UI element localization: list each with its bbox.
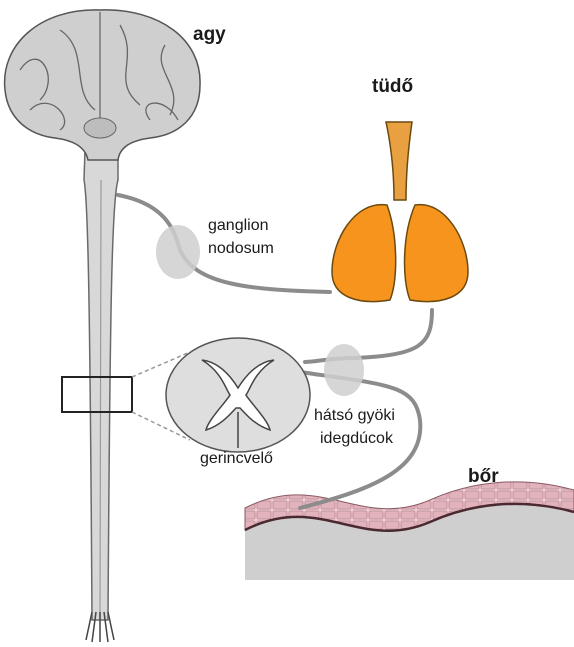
brain <box>5 10 200 160</box>
label-spinal-cord: gerincvelő <box>200 448 273 469</box>
dorsal-root-ganglion <box>324 344 364 396</box>
right-lung <box>405 205 468 302</box>
spinal-cord-column <box>84 150 118 642</box>
ganglion-nodosum <box>156 225 200 279</box>
left-lung <box>332 205 396 302</box>
label-ganglion-line2: nodosum <box>208 238 274 259</box>
label-lung: tüdő <box>372 76 413 98</box>
label-drg-line2: idegdúcok <box>320 428 393 449</box>
label-brain: agy <box>193 24 226 46</box>
label-drg-line1: hátsó gyöki <box>314 405 395 426</box>
lungs <box>332 122 468 302</box>
cauda-equina <box>86 612 114 642</box>
skin-section <box>245 482 574 580</box>
label-skin: bőr <box>468 466 499 488</box>
trachea <box>386 122 412 200</box>
lung-sensory-nerve <box>305 310 432 362</box>
label-ganglion-line1: ganglion <box>208 215 269 236</box>
